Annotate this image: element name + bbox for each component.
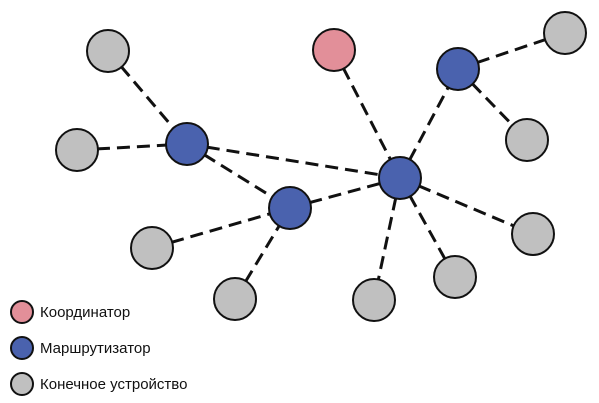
node-coordinator [312, 28, 356, 72]
node-end-right [511, 212, 555, 256]
legend-item-end-device: Конечное устройство [10, 366, 187, 402]
legend-label-coordinator: Координатор [40, 303, 131, 321]
router-swatch-icon [10, 336, 34, 360]
node-end-left-lower [130, 226, 174, 270]
edge-end-left-lower-to-router-center [151, 206, 291, 250]
node-end-top-right [543, 11, 587, 55]
nodes-layer [55, 11, 587, 322]
node-router-center [268, 186, 312, 230]
legend: Координатор Маршрутизатор Конечное устро… [10, 294, 187, 402]
node-router-left [165, 122, 209, 166]
legend-item-router: Маршрутизатор [10, 330, 187, 366]
edge-coordinator-to-router-main [332, 49, 402, 179]
node-end-right-mid [505, 118, 549, 162]
legend-label-router: Маршрутизатор [40, 339, 151, 357]
legend-label-end-device: Конечное устройство [40, 375, 188, 393]
coordinator-swatch-icon [10, 300, 34, 324]
node-router-right [436, 47, 480, 91]
legend-item-coordinator: Координатор [10, 294, 187, 330]
node-end-left [55, 128, 99, 172]
node-end-bottom-right [433, 255, 477, 299]
end-device-swatch-icon [10, 372, 34, 396]
node-end-bottom-center [352, 278, 396, 322]
node-end-bottom-left [213, 277, 257, 321]
node-end-top-left [86, 29, 130, 73]
edge-router-main-to-end-right [399, 176, 534, 236]
edge-router-left-to-router-main [186, 142, 401, 180]
node-router-main [378, 156, 422, 200]
